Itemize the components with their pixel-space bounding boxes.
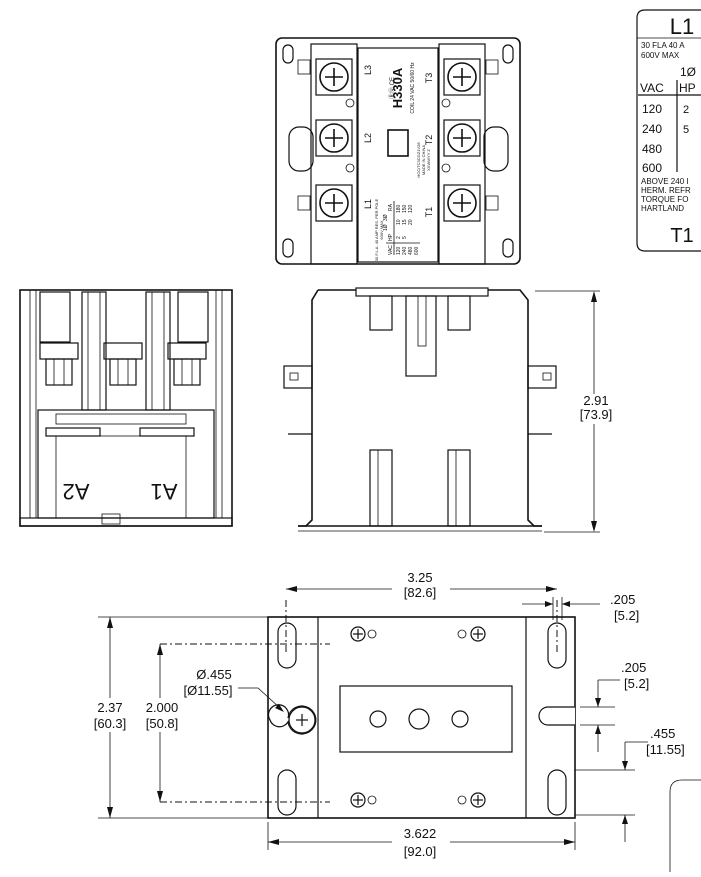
mount-width-mm: [82.6] bbox=[404, 585, 437, 600]
label-note: TORQUE FO bbox=[641, 195, 688, 204]
side-small-text: HCC/TC3CGZ1V28 MADE IN CHINA XXWWYY Z bbox=[416, 142, 431, 178]
mount-height-mm: [50.8] bbox=[146, 716, 179, 731]
svg-text:120: 120 bbox=[642, 102, 662, 116]
svg-text:10: 10 bbox=[396, 219, 402, 225]
label-terminal-bottom: T1 bbox=[670, 225, 693, 247]
svg-text:2: 2 bbox=[396, 236, 402, 239]
slot-height-mm: [5.2] bbox=[624, 676, 649, 691]
mount-height-in: 2.000 bbox=[146, 700, 179, 715]
svg-text:120: 120 bbox=[408, 204, 414, 213]
height-dim-in: 2.91 bbox=[583, 393, 608, 408]
agency-marks: ⓇⓊ CE bbox=[388, 77, 396, 99]
svg-text:RA: RA bbox=[388, 203, 394, 211]
overall-height-mm: [60.3] bbox=[94, 716, 127, 731]
terminal-label-l3: L3 bbox=[363, 65, 373, 75]
terminal-screw-t1 bbox=[443, 184, 481, 222]
svg-text:240: 240 bbox=[402, 246, 408, 255]
svg-text:HP: HP bbox=[388, 233, 394, 241]
svg-text:150: 150 bbox=[402, 204, 408, 213]
coil-terminal-a2: A2 bbox=[63, 479, 90, 504]
model-number: H330A bbox=[390, 67, 405, 108]
label-row: 120 2 bbox=[642, 102, 689, 116]
terminal-label-l1: L1 bbox=[363, 199, 373, 209]
hp-row: 120 2 10 180 bbox=[396, 204, 402, 255]
slot-length-mm: [11.55] bbox=[646, 742, 685, 757]
label-terminal-top: L1 bbox=[670, 14, 694, 39]
overall-height-in: 2.37 bbox=[97, 700, 122, 715]
svg-text:1Ø: 1Ø bbox=[383, 224, 389, 231]
overall-width-mm: [92.0] bbox=[404, 844, 437, 859]
bottom-view: 3.25 [82.6] .205 [5.2] .205 [5.2] .455 [… bbox=[84, 570, 685, 860]
svg-text:3Ø: 3Ø bbox=[383, 214, 389, 221]
svg-text:2: 2 bbox=[683, 104, 689, 116]
svg-text:20: 20 bbox=[408, 219, 414, 225]
label-rating: 30 FLA 40 A bbox=[641, 41, 685, 50]
label-row: 480 bbox=[642, 142, 662, 156]
svg-text:480: 480 bbox=[642, 142, 662, 156]
terminal-screw-t3 bbox=[443, 58, 481, 96]
rating-small-2: 600V MAX bbox=[379, 220, 384, 239]
overall-width-in: 3.622 bbox=[404, 826, 437, 841]
label-row: 240 5 bbox=[642, 122, 689, 136]
slot-height-in: .205 bbox=[621, 660, 646, 675]
svg-text:600: 600 bbox=[642, 161, 662, 175]
svg-text:5: 5 bbox=[683, 124, 689, 136]
hp-row: 600 bbox=[414, 246, 420, 255]
label-note: HARTLAND bbox=[641, 204, 684, 213]
label-phase: 1Ø bbox=[680, 65, 696, 79]
coil-rating: COIL 24 VAC 50/60 Hz bbox=[410, 62, 416, 114]
mount-width-in: 3.25 bbox=[407, 570, 432, 585]
svg-text:480: 480 bbox=[408, 246, 414, 255]
label-header-hp: HP bbox=[679, 81, 696, 95]
terminal-screw-l3 bbox=[315, 58, 353, 96]
svg-text:600: 600 bbox=[414, 246, 420, 255]
svg-text:180: 180 bbox=[396, 204, 402, 213]
label-panel: L1 30 FLA 40 A 600V MAX 1Ø VAC HP 120 2 … bbox=[636, 9, 701, 252]
coil-terminal-a1: A1 bbox=[151, 479, 178, 504]
label-note: ABOVE 240 I bbox=[641, 177, 689, 186]
slot-length-in: .455 bbox=[650, 726, 675, 741]
terminal-label-t1: T1 bbox=[424, 207, 434, 218]
label-header-vac: VAC bbox=[640, 81, 664, 95]
terminal-screw-l2 bbox=[315, 119, 353, 157]
height-dim-mm: [73.9] bbox=[580, 407, 613, 422]
terminal-screw-t2 bbox=[443, 119, 481, 157]
svg-text:15: 15 bbox=[402, 219, 408, 225]
hole-dia-mm: [Ø11.55] bbox=[184, 683, 233, 698]
label-row: 600 bbox=[642, 161, 662, 175]
end-view: A2 A1 bbox=[19, 289, 233, 527]
hp-row: 480 20 120 bbox=[408, 204, 414, 255]
svg-text:120: 120 bbox=[396, 246, 402, 255]
terminal-label-t2: T2 bbox=[424, 135, 434, 146]
svg-text:HCC/TC3CGZ1V28: HCC/TC3CGZ1V28 bbox=[416, 142, 421, 178]
svg-text:VAC: VAC bbox=[388, 245, 394, 255]
rating-small: 30 F.L.A. 40 AMP RES. PER POLE bbox=[374, 198, 379, 261]
slot-width-in: .205 bbox=[610, 592, 635, 607]
hp-table-small: VAC HP 1Ø 3Ø RA 120 2 10 180 240 5 15 15… bbox=[383, 201, 420, 255]
side-view: 2.91 [73.9] bbox=[283, 287, 618, 533]
terminal-label-t3: T3 bbox=[424, 73, 434, 84]
terminal-label-l2: L2 bbox=[363, 133, 373, 143]
label-note: HERM. REFR bbox=[641, 186, 691, 195]
hole-dia-in: Ø.455 bbox=[196, 667, 231, 682]
top-view: H330A COIL 24 VAC 50/60 Hz ⓇⓊ CE L3 L2 L… bbox=[275, 37, 521, 265]
terminal-screw-l1 bbox=[315, 184, 353, 222]
label-voltage: 600V MAX bbox=[641, 51, 680, 60]
cropped-panel bbox=[669, 779, 701, 872]
svg-text:5: 5 bbox=[402, 236, 408, 239]
hp-row: 240 5 15 150 bbox=[402, 204, 408, 255]
svg-text:MADE IN CHINA: MADE IN CHINA bbox=[421, 145, 426, 176]
slot-width-mm: [5.2] bbox=[614, 608, 639, 623]
svg-text:240: 240 bbox=[642, 122, 662, 136]
svg-text:XXWWYY Z: XXWWYY Z bbox=[426, 149, 431, 171]
